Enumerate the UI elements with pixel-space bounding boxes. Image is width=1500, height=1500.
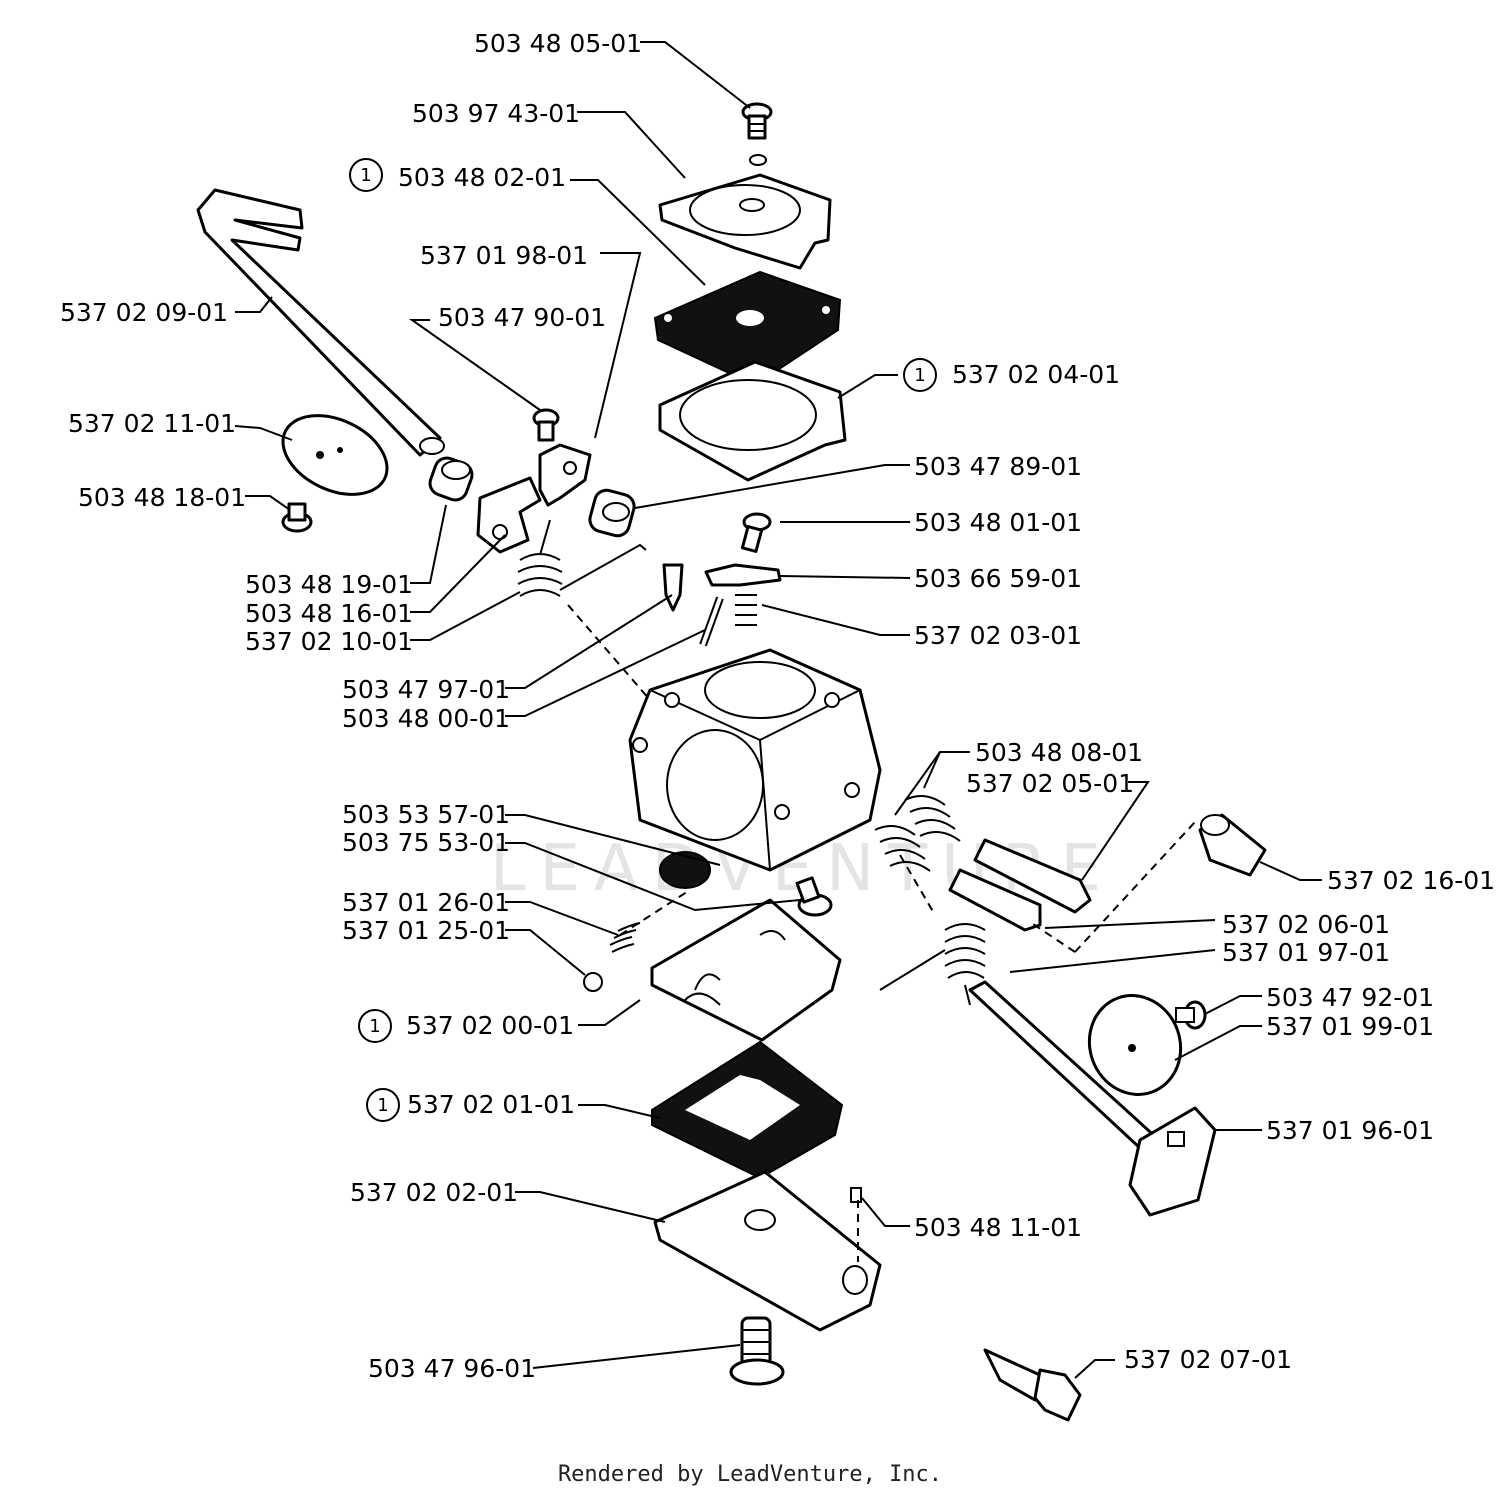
part-label[interactable]: 503 75 53-01 xyxy=(342,828,510,857)
metering-cover xyxy=(658,173,832,270)
part-label[interactable]: 503 47 90-01 xyxy=(438,303,606,332)
part-label[interactable]: 537 01 97-01 xyxy=(1222,938,1390,967)
part-label[interactable]: 537 02 02-01 xyxy=(350,1178,518,1207)
note-marker-number: 1 xyxy=(360,165,371,186)
part-label[interactable]: 537 01 99-01 xyxy=(1266,1012,1434,1041)
assembly-lines xyxy=(567,604,1196,1262)
part-label[interactable]: 503 48 08-01 xyxy=(975,738,1143,767)
inlet-needle xyxy=(662,563,684,612)
note-marker xyxy=(349,158,383,192)
choke-shaft xyxy=(968,980,1217,1217)
part-label[interactable]: 503 48 19-01 xyxy=(245,570,413,599)
part-label[interactable]: 503 48 01-01 xyxy=(914,508,1082,537)
lever-screw xyxy=(532,408,560,442)
note-marker-number: 1 xyxy=(369,1016,380,1037)
note-marker xyxy=(366,1088,400,1122)
adjusting-springs xyxy=(874,795,961,872)
metering-lever-screw xyxy=(740,512,772,553)
check-ball xyxy=(583,972,603,992)
small-plug xyxy=(850,1187,862,1203)
lever-clip xyxy=(538,443,592,507)
carburetor-body xyxy=(628,648,882,872)
part-label[interactable]: 503 47 96-01 xyxy=(368,1354,536,1383)
limiter-cap xyxy=(1198,813,1267,877)
metering-lever xyxy=(704,563,782,587)
note-marker xyxy=(903,358,937,392)
part-labels: 503 48 05-01 503 97 43-01 503 48 02-01 5… xyxy=(60,29,1495,1383)
choke-valve-disc xyxy=(1087,994,1183,1096)
part-label[interactable]: 503 47 97-01 xyxy=(342,675,510,704)
part-label[interactable]: 537 02 10-01 xyxy=(245,627,413,656)
metering-spring xyxy=(735,594,757,626)
part-label[interactable]: 503 66 59-01 xyxy=(914,564,1082,593)
part-label[interactable]: 537 02 05-01 xyxy=(966,769,1134,798)
part-label[interactable]: 503 53 57-01 xyxy=(342,800,510,829)
part-label[interactable]: 537 02 11-01 xyxy=(68,409,236,438)
footer-credit: Rendered by LeadVenture, Inc. xyxy=(557,1462,943,1487)
idle-screw xyxy=(983,1348,1082,1422)
part-label[interactable]: 503 47 89-01 xyxy=(914,452,1082,481)
part-label[interactable]: 537 02 16-01 xyxy=(1327,866,1495,895)
part-label[interactable]: 503 97 43-01 xyxy=(412,99,580,128)
throttle-valve-disc xyxy=(281,414,389,496)
adjusting-needles xyxy=(948,838,1092,932)
lever-pin xyxy=(699,596,724,647)
part-label[interactable]: 537 02 03-01 xyxy=(914,621,1082,650)
cover-screw xyxy=(741,102,773,166)
choke-spring xyxy=(879,923,986,1006)
note-markers: 1 1 1 1 xyxy=(349,158,937,1122)
part-label[interactable]: 503 48 18-01 xyxy=(78,483,246,512)
part-label[interactable]: 503 48 16-01 xyxy=(245,599,413,628)
pump-diaphragm xyxy=(650,898,842,1042)
part-label[interactable]: 537 02 06-01 xyxy=(1222,910,1390,939)
part-label[interactable]: 537 02 00-01 xyxy=(406,1011,574,1040)
part-label[interactable]: 537 01 96-01 xyxy=(1266,1116,1434,1145)
part-label[interactable]: 537 02 07-01 xyxy=(1124,1345,1292,1374)
note-marker-number: 1 xyxy=(377,1095,388,1116)
cover-bolt xyxy=(729,1316,785,1386)
choke-disc-screw xyxy=(1175,1000,1207,1030)
pump-cover xyxy=(653,1170,882,1332)
note-marker-number: 1 xyxy=(914,365,925,386)
part-label[interactable]: 537 01 25-01 xyxy=(342,916,510,945)
note-marker xyxy=(358,1009,392,1043)
part-label[interactable]: 537 01 98-01 xyxy=(420,241,588,270)
part-label[interactable]: 537 02 09-01 xyxy=(60,298,228,327)
throttle-disc-screw xyxy=(281,502,313,533)
pump-screw xyxy=(795,876,833,917)
throttle-lever xyxy=(476,476,542,554)
throttle-shaft xyxy=(196,188,445,457)
shaft-bushing xyxy=(588,488,636,538)
part-label[interactable]: 503 48 00-01 xyxy=(342,704,510,733)
part-label[interactable]: 503 48 02-01 xyxy=(398,163,566,192)
throttle-spring xyxy=(517,519,647,597)
part-label[interactable]: 537 01 26-01 xyxy=(342,888,510,917)
throttle-bushing xyxy=(428,456,474,502)
part-label[interactable]: 537 02 04-01 xyxy=(952,360,1120,389)
part-label[interactable]: 503 48 05-01 xyxy=(474,29,642,58)
part-label[interactable]: 503 47 92-01 xyxy=(1266,983,1434,1012)
part-label[interactable]: 503 48 11-01 xyxy=(914,1213,1082,1242)
check-spring xyxy=(609,922,641,953)
part-label[interactable]: 537 02 01-01 xyxy=(407,1090,575,1119)
metering-diaphragm xyxy=(653,270,842,387)
leader-lines xyxy=(234,41,1322,1379)
metering-gasket xyxy=(658,360,847,482)
fuel-screen xyxy=(659,851,711,889)
pump-gasket xyxy=(651,1040,844,1180)
